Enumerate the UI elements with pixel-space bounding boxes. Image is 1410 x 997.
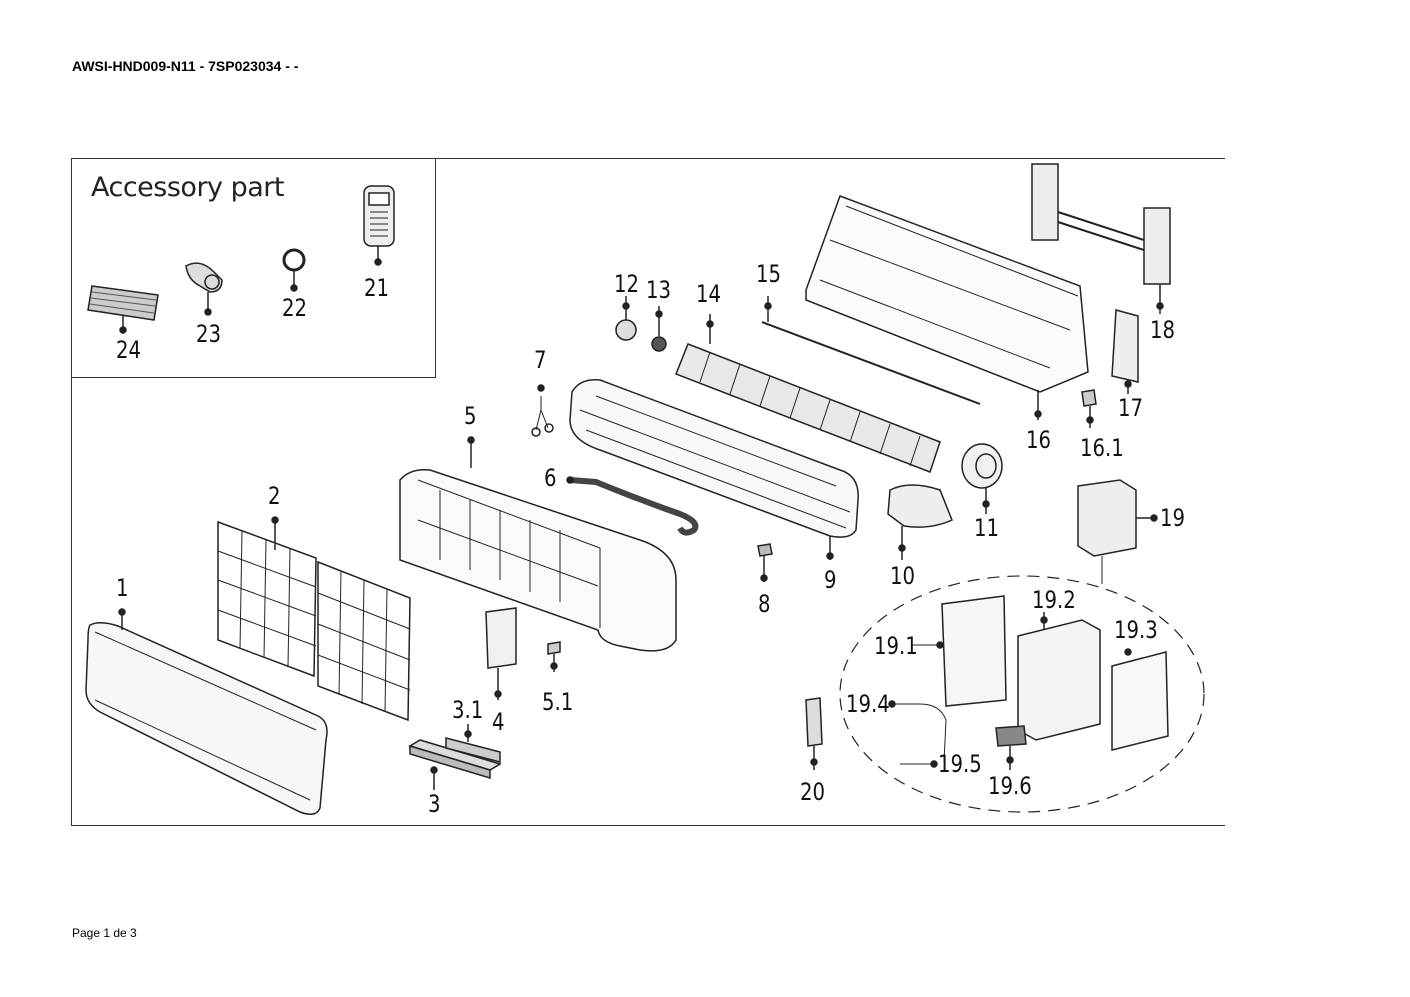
callout-12: 12 [614, 270, 640, 298]
part-19-1-board [912, 595, 1007, 707]
callout-16: 16 [1026, 426, 1052, 454]
callout-23: 23 [196, 320, 222, 348]
part-17-terminal-cover [1111, 309, 1139, 394]
part-22-ring [282, 248, 306, 292]
callout-3: 3 [428, 790, 441, 818]
callout-21: 21 [364, 274, 390, 302]
callout-17: 17 [1118, 394, 1144, 422]
part-19-6-connector [995, 725, 1027, 770]
callout-10: 10 [890, 562, 916, 590]
callout-24: 24 [116, 336, 142, 364]
callout-9: 9 [824, 566, 837, 594]
part-10-motor-bracket [887, 484, 953, 560]
part-5-chassis [399, 436, 677, 652]
frame-left-border [71, 158, 72, 826]
callout-19: 19 [1160, 504, 1186, 532]
frame-bottom-border [71, 825, 1225, 826]
callout-14: 14 [696, 280, 722, 308]
part-14-cross-flow-fan [675, 314, 941, 473]
part-20-sensor [805, 697, 823, 770]
callout-4: 4 [492, 708, 505, 736]
part-11-fan-motor [961, 443, 1003, 514]
callout-19-1: 19.1 [874, 632, 918, 660]
part-19-3-cover [1111, 648, 1169, 751]
callout-19-3: 19.3 [1114, 616, 1158, 644]
part-7-fasteners [531, 384, 554, 437]
callout-22: 22 [282, 294, 308, 322]
page-number: Page 1 de 3 [72, 926, 137, 940]
callout-1: 1 [116, 574, 129, 602]
callout-3-1: 3.1 [452, 696, 484, 724]
part-6-drain-hose [566, 476, 699, 536]
callout-18: 18 [1150, 316, 1176, 344]
part-12-13-bearing [615, 296, 667, 352]
accessory-part-box: Accessory part [71, 158, 436, 378]
callout-7: 7 [534, 346, 547, 374]
accessory-part-title: Accessory part [91, 172, 284, 203]
callout-2: 2 [268, 482, 281, 510]
callout-15: 15 [756, 260, 782, 288]
part-19-detail-ellipse [839, 575, 1205, 813]
part-21-remote-control [363, 185, 395, 266]
callout-13: 13 [646, 276, 672, 304]
callout-8: 8 [758, 590, 771, 618]
part-18-wall-plate [1031, 163, 1171, 314]
callout-20: 20 [800, 778, 826, 806]
part-2-filters [217, 516, 411, 722]
part-19-4-wire [888, 700, 947, 763]
part-15-swing-rod [761, 296, 981, 405]
part-1-front-panel [85, 608, 328, 815]
callout-19-2: 19.2 [1032, 586, 1076, 614]
part-4-cover [485, 607, 517, 700]
callout-5: 5 [464, 402, 477, 430]
part-19-2-board [1017, 612, 1101, 741]
part-16-body-frame [805, 195, 1089, 420]
part-9-evaporator [569, 379, 859, 560]
callout-16-1: 16.1 [1080, 434, 1124, 462]
callout-19-4: 19.4 [846, 690, 890, 718]
document-title: AWSI-HND009-N11 - 7SP023034 - - [72, 58, 299, 74]
part-16-1-clip [1081, 389, 1097, 428]
frame-top-border [71, 158, 1225, 159]
callout-11: 11 [974, 514, 1000, 542]
callout-5-1: 5.1 [542, 688, 574, 716]
part-19-control-box [1077, 479, 1158, 584]
part-5-1-clip [547, 641, 561, 672]
callout-19-6: 19.6 [988, 772, 1032, 800]
part-3-display-board [408, 724, 502, 790]
callout-19-5: 19.5 [938, 750, 982, 778]
part-19-5-wire [900, 760, 938, 768]
part-24-filter-strip [87, 285, 159, 334]
part-23-drain-elbow [185, 262, 223, 316]
callout-6: 6 [544, 464, 557, 492]
part-8-clip [757, 543, 773, 582]
